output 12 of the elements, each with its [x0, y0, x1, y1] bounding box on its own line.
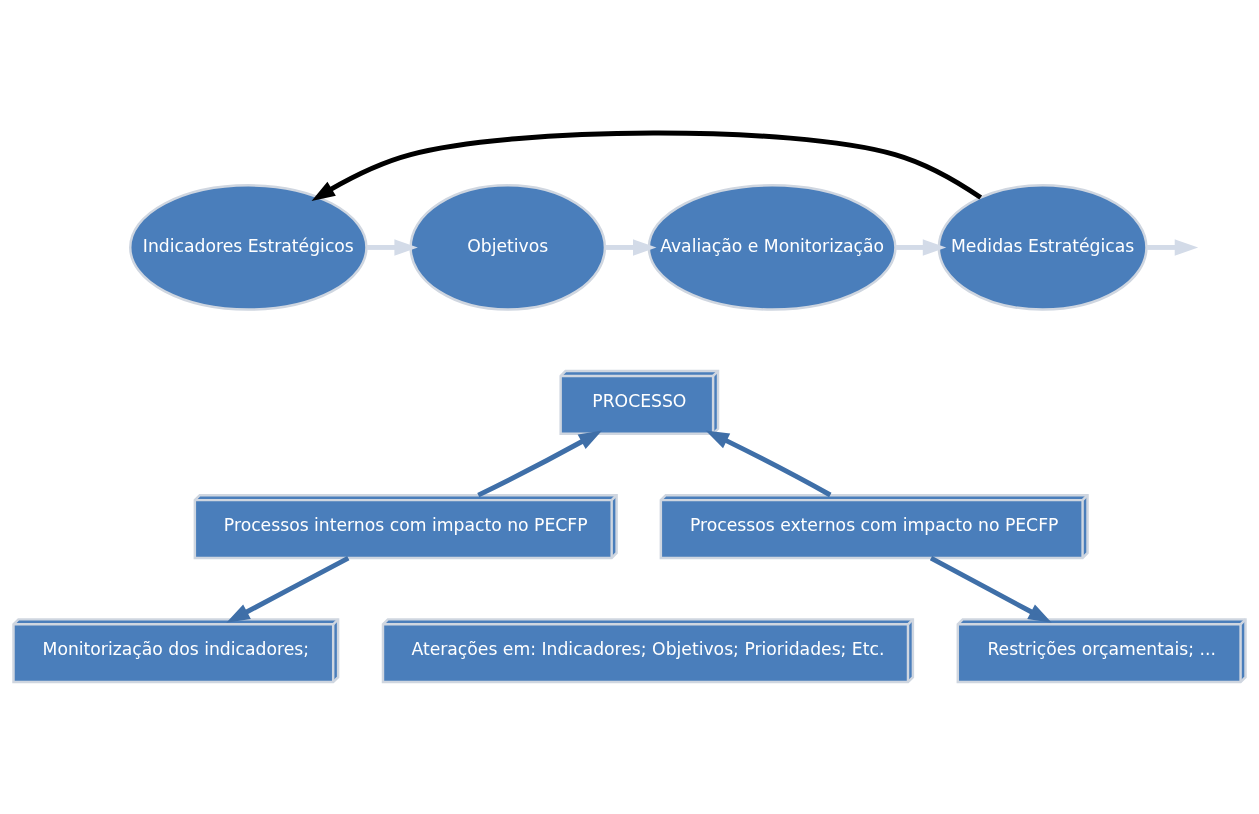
arrow	[895, 238, 947, 256]
node-ellipse: Objetivos	[409, 183, 607, 311]
arrow	[226, 555, 350, 623]
node-ellipse: Avaliação e Monitorização	[647, 183, 897, 311]
arrow	[366, 238, 418, 256]
arrow	[1146, 238, 1199, 256]
arrow	[929, 555, 1052, 623]
arrow	[705, 430, 832, 497]
node-ellipse: Medidas Estratégicas	[937, 183, 1148, 311]
arrow	[605, 238, 657, 256]
arrow	[311, 130, 983, 201]
arrow	[477, 429, 603, 497]
